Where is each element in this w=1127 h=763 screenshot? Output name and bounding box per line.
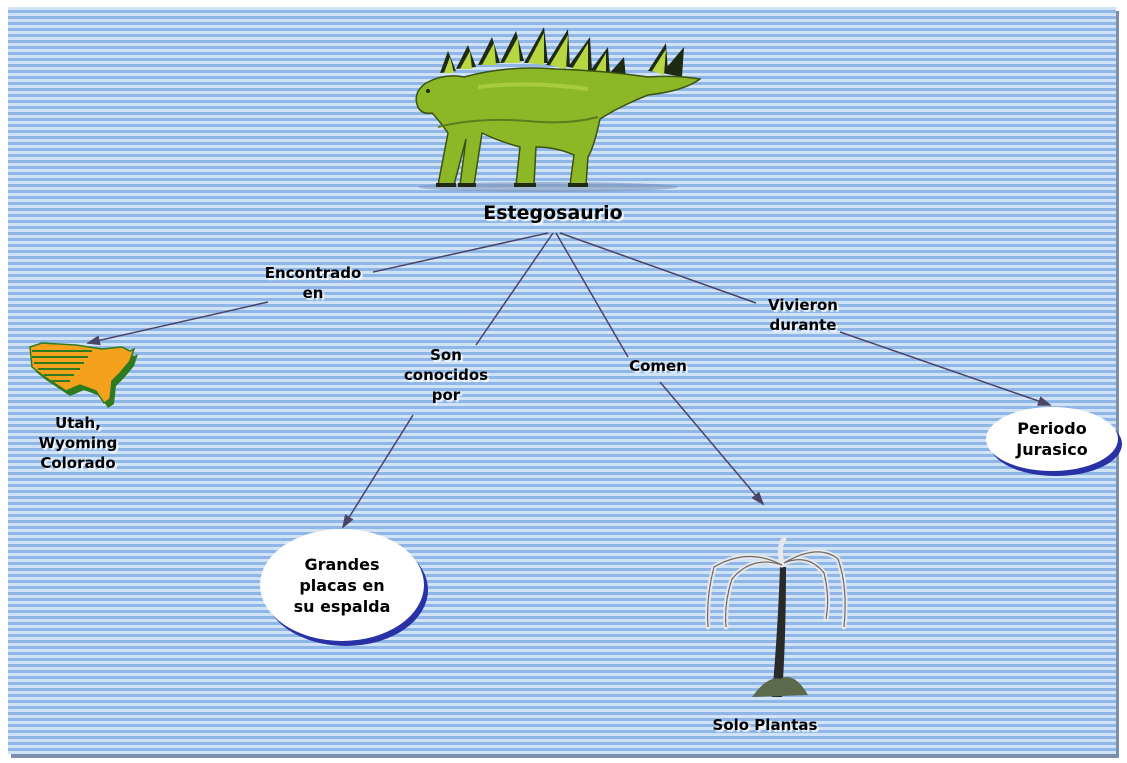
node-text-line: Solo Plantas [712,716,818,734]
link-label-line: Encontrado [264,264,362,282]
node-text-line: Wyoming [38,434,118,452]
connector-son-conocidos-to-placas [341,414,414,529]
link-label-son-conocidos: Son conocidos por [386,345,506,405]
link-label-encontrado: Encontrado en [248,263,378,303]
node-text-line: Utah, [55,414,101,432]
node-utah-wyoming-colorado: Utah, Wyoming Colorado [18,413,138,473]
connector-vivieron-to-jurasico [839,331,1052,406]
connector-son-conocidos-to-center [475,232,554,346]
node-text-line: Jurasico [1016,440,1088,459]
fern-tree-icon [705,536,848,697]
node-grandes-placas: Grandes placas en su espalda [260,529,424,641]
node-text-line: placas en [299,575,385,595]
connector-layer [29,27,1052,697]
link-label-line: conocidos [403,366,489,384]
stegosaurus-illustration [415,27,702,192]
link-label-line: en [302,284,324,302]
node-periodo-jurasico: Periodo Jurasico [986,407,1118,471]
connector-encontrado-to-map [86,301,269,346]
connector-center-to-comen [555,232,629,358]
link-label-line: por [431,386,461,404]
link-label-line: durante [769,316,837,334]
link-label-line: Son [430,346,462,364]
connector-center-to-vivieron [559,232,757,304]
connector-comen-to-plantas [659,381,765,506]
link-label-vivieron: Vivieron durante [748,295,858,335]
link-label-line: Comen [629,357,687,375]
node-text-line: Periodo [1017,419,1087,438]
connector-encontrado-to-center [372,232,549,273]
node-text-line: Grandes [304,554,380,574]
link-label-line: Vivieron [768,296,838,314]
center-concept-title: Estegosaurio [483,202,623,224]
concept-map-panel: Estegosaurio Encontrado en Son conocidos… [8,7,1118,754]
usa-map-icon [29,342,138,408]
node-text-line: Colorado [40,454,116,472]
node-solo-plantas: Solo Plantas [690,715,840,735]
node-text-line: su espalda [293,596,391,616]
link-label-comen: Comen [608,356,708,376]
